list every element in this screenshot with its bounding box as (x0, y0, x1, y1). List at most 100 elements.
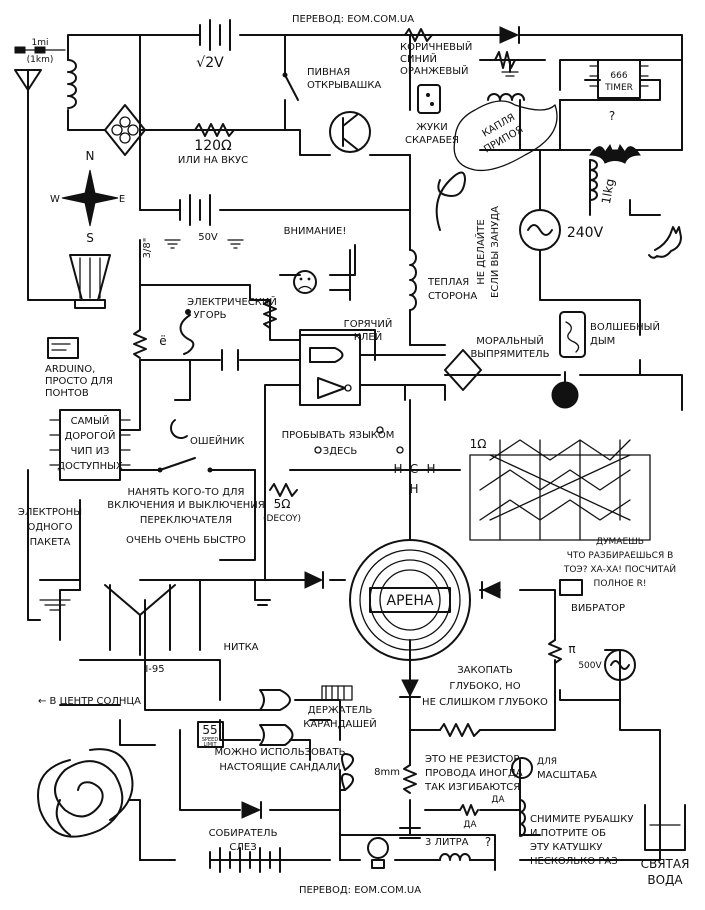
hire-3: ПЕРЕКЛЮЧАТЕЛЯ (140, 515, 232, 526)
arena-diodes-icon (304, 571, 501, 698)
capacitor-icon (221, 349, 239, 371)
thinking-3: ТОЭ? ХА-ХА! ПОСЧИТАЙ (563, 563, 676, 575)
moral-rectifier-1: МОРАЛЬНЫЙ (476, 334, 544, 347)
switch-bottle-opener-icon (282, 72, 299, 101)
electrons-2: ОДНОГО (27, 522, 72, 533)
not-resistor-3: ТАК ИЗГИБАЮТСЯ (424, 782, 520, 793)
sad-face-icon (293, 270, 317, 294)
beaker-holy-water-icon (644, 804, 686, 851)
timer-666-icon (589, 59, 649, 99)
timer-label: TIMER (604, 83, 633, 93)
dig-1: ЗАКОПАТЬ (457, 665, 513, 676)
electric-eel-2: УГОРЬ (194, 310, 227, 321)
switch-fast-icon (157, 457, 213, 473)
tongue-contacts-icon (314, 426, 404, 454)
loop-wire-icon (435, 171, 466, 231)
thinking-4: ПОЛНОЕ R! (594, 579, 647, 589)
inductor-bottom-icon (439, 853, 471, 861)
hot-glue-1: ГОРЯЧИЙ (344, 317, 393, 330)
diode-bridge-icon (104, 104, 146, 156)
batman-logo-icon (589, 143, 641, 164)
hire-2: ВКЛЮЧЕНИЯ И ВЫКЛЮЧЕНИЯ (107, 500, 264, 511)
logic-gate-block-icon (299, 334, 361, 406)
one-ohm: 1Ω (470, 437, 487, 451)
speed-limit-sign-icon (197, 721, 224, 748)
wires (27, 34, 683, 871)
lamp-icon (69, 254, 111, 309)
chip-1: САМЫЙ (71, 414, 110, 427)
warm-side-1: ТЕПЛАЯ (427, 277, 469, 288)
tear-1: СОБИРАТЕЛЬ (209, 828, 278, 839)
thread-label: НИТКА (223, 642, 258, 653)
scale-label-mi: 1mi (32, 38, 49, 48)
compass-n: N (86, 149, 95, 163)
compass-s: S (86, 231, 94, 245)
collar-icon (170, 419, 188, 439)
limit-word: LIMIT (203, 742, 217, 748)
decoy-ohm: 5Ω (274, 497, 291, 511)
pi-label: π (568, 642, 575, 656)
e-letter: ё (159, 334, 166, 348)
chip-3: ЧИП ИЗ (71, 446, 110, 457)
magic-smoke-2: ДЫМ (590, 336, 615, 347)
attention-label: ВНИМАНИЕ! (284, 226, 347, 237)
battery-sqrt2-icon (199, 19, 231, 51)
voltage-240v: 240V (567, 225, 604, 241)
sandals-2: НАСТОЯЩИЕ САНДАЛИ (219, 762, 340, 773)
methane-h-bottom: H (409, 482, 418, 496)
compass-e: E (119, 194, 125, 205)
electrons-3: ПАКЕТА (30, 537, 71, 548)
diode-top-icon (499, 26, 520, 44)
scale-label-km: (1km) (27, 55, 54, 65)
tongue-1: ПРОБЫВАТЬ ЯЗЫКОМ (282, 430, 395, 441)
not-resistor-2: ПРОВОДА ИНОГДА (425, 768, 523, 779)
arena-label: АРЕНА (387, 593, 434, 609)
inductor-warm-icon (409, 249, 417, 311)
decoy-label: (DECOY) (263, 514, 301, 524)
cat-icon (648, 226, 682, 259)
beetles-2: СКАРАБЕЯ (405, 135, 459, 146)
for-scale-1: ДЛЯ (537, 757, 557, 767)
or-to-taste: ИЛИ НА ВКУС (178, 155, 248, 166)
scarab-jar-icon (417, 84, 441, 114)
methane-h-left: H (393, 462, 402, 476)
color-brown: КОРИЧНЕВЫЙ (400, 40, 472, 53)
dont-lick-1: НЕ ДЕЛАЙТЕ (474, 219, 487, 284)
dig-3: НЕ СЛИШКОМ ГЛУБОКО (422, 697, 548, 708)
timer-question: ? (609, 109, 615, 123)
pencil-gates-icon (259, 685, 353, 746)
bomb-icon (551, 371, 579, 409)
color-orange: ОРАНЖЕВЫЙ (400, 64, 469, 77)
thinking-2: ЧТО РАЗБИРАЕШЬСЯ В (567, 551, 674, 561)
resistor-e-icon (133, 329, 147, 359)
speed-55: 55 (202, 723, 217, 737)
warm-side-2: СТОРОНА (428, 291, 477, 302)
three-eighths: 3/8" (142, 238, 153, 259)
moral-rectifier-2: ВЫПРЯМИТЕЛЬ (470, 349, 549, 360)
pencil-1: ДЕРЖАТЕЛЬ (308, 705, 373, 716)
bottle-opener-1: ПИВНАЯ (307, 67, 350, 78)
resistor-pi-icon (548, 639, 562, 664)
coil-question: ? (485, 835, 491, 849)
methane-c: C (410, 462, 418, 476)
arena-icon (349, 539, 471, 661)
resistor-dig-icon (439, 723, 481, 737)
dont-lick-2: ЕСЛИ ВЫ ЗАНУДА (490, 206, 501, 298)
mass-label: 1lkg (599, 178, 617, 206)
tear-diode-icon (241, 801, 262, 819)
to-sun-label: ← В ЦЕНТР СОЛНЦА (38, 696, 141, 707)
resistor-mesh-icon (469, 439, 651, 541)
beetles-1: ЖУКИ (416, 122, 447, 133)
lightbulb-icon (367, 837, 389, 869)
vibrator-icon (559, 579, 583, 596)
liters-label: 3 ЛИТРА (425, 837, 469, 848)
resistor-color-icon (404, 28, 433, 42)
rub-1: СНИМИТЕ РУБАШКУ (530, 814, 633, 825)
inductor-small-icon (487, 93, 525, 101)
compass-w: W (50, 194, 60, 205)
thinking-1: ДУМАЕШЬ (596, 537, 644, 547)
battery-50v-icon (164, 194, 244, 249)
resistor-decoy-icon (269, 483, 298, 497)
not-resistor-1: ЭТО НЕ РЕЗИСТОР (425, 754, 519, 765)
timer-666: 666 (610, 71, 627, 81)
